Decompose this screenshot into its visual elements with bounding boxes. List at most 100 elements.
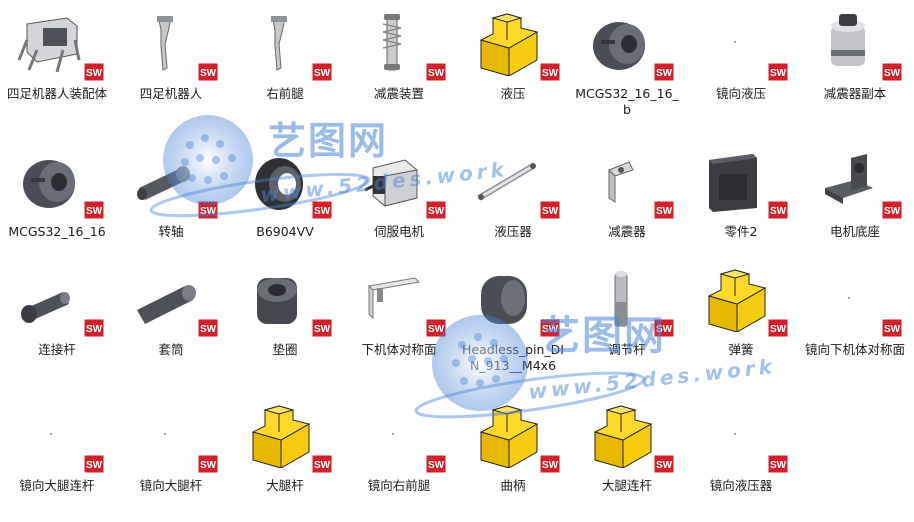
file-item[interactable]: SW 镜向右前腿 — [342, 392, 456, 522]
file-name: 转轴 — [158, 224, 184, 239]
badge-text: SW — [542, 460, 559, 471]
file-item[interactable]: SW 镜向大腿杆 — [114, 392, 228, 522]
file-item[interactable]: SW 液压 — [456, 0, 570, 130]
file-thumbnail: SW — [359, 266, 447, 338]
badge-text: SW — [86, 206, 103, 217]
solidworks-badge-icon: SW — [539, 62, 561, 82]
file-item[interactable]: SW 液压器 — [456, 138, 570, 268]
file-item[interactable]: SW 镜向液压 — [684, 0, 798, 130]
badge-text: SW — [200, 206, 217, 217]
file-item[interactable]: SW 镜向大腿连杆 — [0, 392, 114, 522]
solidworks-badge-icon: SW — [653, 200, 675, 220]
file-item[interactable]: SW 大腿连杆 — [570, 392, 684, 522]
badge-text: SW — [428, 68, 445, 79]
servo-motor-icon — [364, 159, 418, 207]
solidworks-badge-icon: SW — [767, 318, 789, 338]
solidworks-badge-icon: SW — [311, 318, 333, 338]
file-item[interactable]: SW Headless_pin_DIN_913__M4x6 — [456, 256, 570, 386]
file-item[interactable]: SW 曲柄 — [456, 392, 570, 522]
file-thumbnail: SW — [701, 10, 789, 82]
file-item[interactable]: SW 四足机器人装配体 — [0, 0, 114, 130]
shaft-icon — [137, 166, 190, 200]
file-item[interactable]: SW MCGS32_16_16_b — [570, 0, 684, 130]
file-item[interactable]: SW 伺服电机 — [342, 138, 456, 268]
leg-part-icon — [157, 16, 173, 71]
file-item[interactable]: SW 连接杆 — [0, 256, 114, 386]
file-thumbnail: SW — [245, 266, 333, 338]
file-thumbnail: SW — [473, 402, 561, 474]
file-item[interactable]: SW 套筒 — [114, 256, 228, 386]
file-name: Headless_pin_DIN_913__M4x6 — [461, 342, 564, 373]
file-item[interactable]: SW MCGS32_16_16 — [0, 138, 114, 268]
badge-text: SW — [770, 460, 787, 471]
file-item[interactable]: SW 减震器副本 — [798, 0, 912, 130]
file-item[interactable]: SW 大腿杆 — [228, 392, 342, 522]
file-thumbnail: SW — [359, 148, 447, 220]
solidworks-badge-icon: SW — [83, 200, 105, 220]
file-thumbnail: SW — [701, 402, 789, 474]
file-name: 减震器 — [608, 224, 646, 239]
file-item[interactable]: SW 下机体对称面 — [342, 256, 456, 386]
adjust-rod-icon — [614, 271, 628, 327]
yellow-placeholder-part-icon — [479, 13, 539, 76]
file-name: 液压 — [500, 86, 526, 101]
file-name: 四足机器人 — [139, 86, 203, 101]
file-name: 曲柄 — [500, 478, 526, 493]
file-thumbnail: SW — [359, 10, 447, 82]
file-name: 镜向液压器 — [709, 478, 773, 493]
hydraulic-cylinder-icon — [477, 163, 536, 201]
solidworks-badge-icon: SW — [83, 62, 105, 82]
yellow-placeholder-part-icon — [707, 269, 767, 332]
file-thumbnail: SW — [131, 402, 219, 474]
file-item[interactable]: SW 转轴 — [114, 138, 228, 268]
solidworks-badge-icon: SW — [539, 454, 561, 474]
badge-text: SW — [428, 324, 445, 335]
file-name: 镜向大腿杆 — [139, 478, 203, 493]
solidworks-badge-icon: SW — [311, 454, 333, 474]
assembly-icon — [17, 17, 81, 73]
file-item[interactable]: SW 垫圈 — [228, 256, 342, 386]
blank-part-icon — [391, 432, 395, 436]
file-name: 零件2 — [724, 224, 758, 239]
badge-text: SW — [428, 460, 445, 471]
file-item[interactable]: SW 零件2 — [684, 138, 798, 268]
file-name: 四足机器人装配体 — [6, 86, 107, 101]
badge-text: SW — [770, 324, 787, 335]
badge-text: SW — [428, 206, 445, 217]
file-name: B6904VV — [256, 224, 314, 239]
solidworks-badge-icon: SW — [881, 318, 903, 338]
motor-base-icon — [825, 154, 873, 204]
file-item[interactable]: SW 右前腿 — [228, 0, 342, 130]
solidworks-badge-icon: SW — [311, 62, 333, 82]
file-item[interactable]: SW 四足机器人 — [114, 0, 228, 130]
file-item[interactable]: SW 调节杆 — [570, 256, 684, 386]
file-item[interactable]: SW 镜向液压器 — [684, 392, 798, 522]
solidworks-badge-icon: SW — [767, 62, 789, 82]
coupling-icon — [23, 160, 75, 208]
solidworks-badge-icon: SW — [653, 318, 675, 338]
solidworks-badge-icon: SW — [197, 62, 219, 82]
solidworks-badge-icon: SW — [83, 318, 105, 338]
blank-part-icon — [733, 40, 737, 44]
file-item[interactable]: SW 弹簧 — [684, 256, 798, 386]
file-thumbnail: SW — [701, 266, 789, 338]
solidworks-badge-icon: SW — [539, 200, 561, 220]
file-name: MCGS32_16_16 — [8, 224, 106, 239]
file-thumbnail: SW — [17, 266, 105, 338]
blank-part-icon — [733, 432, 737, 436]
coupling-icon — [593, 22, 645, 70]
file-thumbnail: SW — [587, 266, 675, 338]
file-item[interactable]: SW 减震器 — [570, 138, 684, 268]
badge-text: SW — [314, 206, 331, 217]
damper-icon — [831, 14, 865, 66]
badge-text: SW — [770, 68, 787, 79]
file-item[interactable]: SW B6904VV — [228, 138, 342, 268]
solidworks-badge-icon: SW — [311, 200, 333, 220]
file-item[interactable]: SW 电机底座 — [798, 138, 912, 268]
file-thumbnail: SW — [815, 266, 903, 338]
file-item[interactable]: SW 镜向下机体对称面 — [798, 256, 912, 386]
file-item[interactable]: SW 减震装置 — [342, 0, 456, 130]
badge-text: SW — [542, 206, 559, 217]
badge-text: SW — [542, 324, 559, 335]
solidworks-badge-icon: SW — [881, 200, 903, 220]
